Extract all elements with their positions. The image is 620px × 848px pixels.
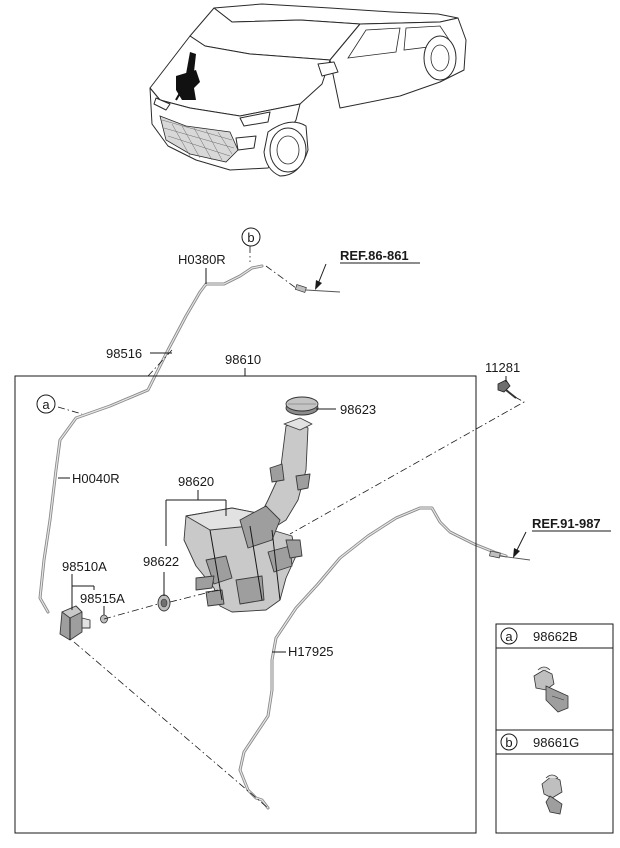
label-h0040r: H0040R — [72, 471, 120, 486]
label-h0380r: H0380R — [178, 252, 226, 267]
callout-a-letter: a — [42, 397, 50, 412]
legend-b-part: 98661G — [533, 735, 579, 750]
legend-item-b: b 98661G — [500, 733, 579, 815]
label-98515a: 98515A — [80, 591, 125, 606]
leader-lines — [58, 263, 527, 653]
legend-item-a: a 98662B — [500, 627, 578, 713]
label-98516: 98516 — [106, 346, 142, 361]
label-98510a: 98510A — [62, 559, 107, 574]
label-98622: 98622 — [143, 554, 179, 569]
label-h17925: H17925 — [288, 644, 334, 659]
center-lines — [57, 246, 525, 809]
legend-b-letter: b — [505, 735, 512, 750]
label-11281: 11281 — [485, 360, 520, 375]
grommet-icon — [157, 594, 171, 612]
filler-cap-icon — [285, 396, 319, 416]
washer-hoses — [38, 264, 531, 810]
ref-86-861: REF.86-861 — [340, 248, 409, 263]
bolt-icon — [497, 379, 517, 399]
callout-b: b — [241, 227, 261, 247]
callout-a: a — [36, 394, 56, 414]
legend-a-part: 98662B — [533, 629, 578, 644]
vehicle-icon — [149, 3, 467, 177]
callout-b-letter: b — [247, 230, 254, 245]
ref-91-987: REF.91-987 — [532, 516, 601, 531]
legend-a-letter: a — [505, 629, 513, 644]
legend-panel: a 98662B b 98661G — [495, 623, 614, 834]
label-98620: 98620 — [178, 474, 214, 489]
label-98610: 98610 — [225, 352, 261, 367]
label-98623: 98623 — [340, 402, 376, 417]
washer-pump-icon — [59, 605, 91, 641]
part-labels: H0380R REF.86-861 98516 98610 11281 9862… — [62, 248, 611, 659]
hose-clip-b-icon — [541, 774, 563, 815]
washer-reservoir-icon — [183, 417, 313, 613]
hose-clip-icon — [533, 666, 569, 713]
